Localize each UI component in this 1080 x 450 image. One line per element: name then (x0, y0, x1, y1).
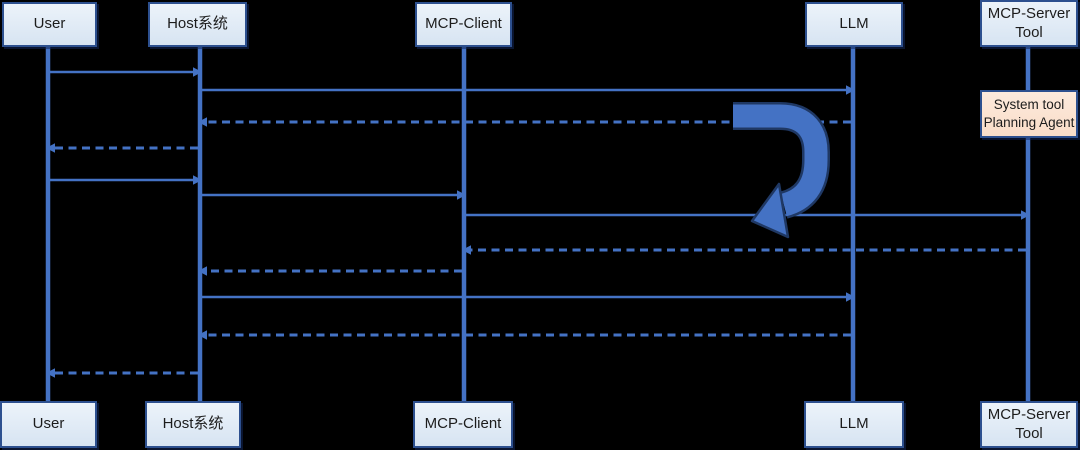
message-arrowhead-9 (198, 266, 207, 276)
participant-label: MCP-Client (424, 415, 502, 433)
participant-label: User (33, 15, 66, 33)
message-arrowhead-6 (457, 190, 466, 200)
participant-box-top-host: Host系统 (148, 2, 247, 47)
participant-box-bottom-mcp-client: MCP-Client (413, 401, 513, 448)
message-arrowhead-3 (198, 117, 207, 127)
participant-box-bottom-llm: LLM (804, 401, 904, 448)
message-arrowhead-4 (46, 143, 55, 153)
u-turn-arrow-icon (733, 104, 828, 217)
participant-box-top-llm: LLM (805, 2, 903, 47)
message-arrowhead-12 (46, 368, 55, 378)
message-arrowhead-7 (1021, 210, 1030, 220)
system-tool-planning-agent-box: System tool Planning Agent (980, 90, 1078, 138)
message-arrowhead-11 (198, 330, 207, 340)
participant-label: MCP-Server Tool (987, 4, 1071, 41)
participant-label: LLM (839, 15, 869, 33)
participant-label: User (32, 415, 65, 433)
participant-label: Host系统 (162, 415, 224, 433)
message-arrowhead-2 (846, 85, 855, 95)
participant-box-bottom-user: User (0, 401, 97, 448)
u-turn-arrowhead-icon (750, 182, 790, 239)
participant-label: MCP-Client (425, 15, 502, 33)
participant-box-top-user: User (2, 2, 97, 47)
participant-box-top-mcp-client: MCP-Client (415, 2, 512, 47)
participant-label: MCP-Server Tool (987, 405, 1071, 442)
participant-label: Host系统 (167, 15, 228, 33)
message-arrowhead-1 (193, 67, 202, 77)
annotation-label: System tool Planning Agent (983, 97, 1075, 130)
message-arrowhead-5 (193, 175, 202, 185)
participant-box-top-mcp-server: MCP-Server Tool (980, 0, 1078, 47)
message-arrowhead-10 (846, 292, 855, 302)
participant-label: LLM (839, 415, 869, 433)
participant-box-bottom-mcp-server: MCP-Server Tool (980, 401, 1078, 448)
participant-box-bottom-host: Host系统 (145, 401, 241, 448)
message-arrowhead-8 (462, 245, 471, 255)
